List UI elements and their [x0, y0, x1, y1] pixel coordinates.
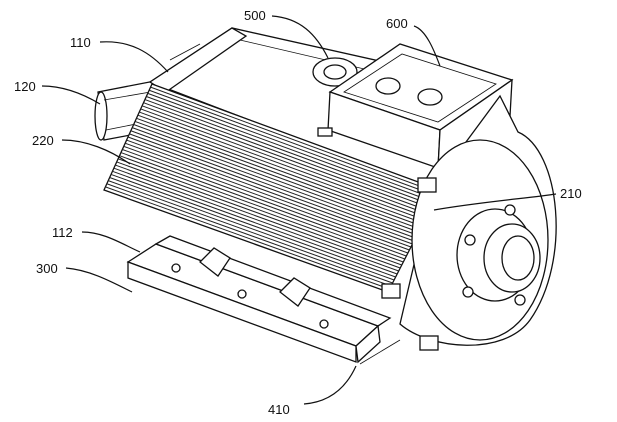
- cooling-fin: [130, 130, 418, 236]
- cooling-fin: [108, 180, 393, 284]
- cooling-fin: [115, 164, 401, 269]
- cooling-fin: [119, 155, 405, 260]
- cooling-fin: [136, 117, 424, 224]
- label-220: 220: [32, 133, 54, 148]
- cooling-fin: [147, 92, 436, 200]
- cooling-fin: [150, 86, 439, 194]
- cooling-fin: [144, 99, 433, 206]
- cooling-fin: [117, 158, 404, 263]
- cooling-fin: [146, 96, 435, 203]
- cooling-fin: [125, 142, 412, 248]
- cooling-fin: [132, 127, 419, 233]
- cooling-fin: [126, 139, 413, 245]
- mounting-foot: [126, 235, 392, 363]
- terminal-cap: [417, 88, 443, 106]
- base-rail: [355, 324, 401, 365]
- cooling-fin: [112, 170, 398, 275]
- cooling-fin: [129, 133, 416, 239]
- cooling-fin: [141, 105, 430, 212]
- cooling-fin: [134, 120, 422, 227]
- label-110: 110: [70, 35, 91, 50]
- label-112: 112: [52, 225, 73, 240]
- cooling-fin: [137, 114, 425, 221]
- end-shield: [381, 94, 557, 351]
- lifting-eye: [312, 57, 358, 87]
- cooling-fin: [140, 108, 428, 215]
- leader-lines: [41, 15, 557, 405]
- cooling-fin: [116, 161, 402, 266]
- cooling-fin: [113, 167, 399, 272]
- terminal-cap: [375, 77, 401, 95]
- cooling-fins: [103, 83, 441, 293]
- cooling-fin: [105, 186, 390, 290]
- cooling-fin: [133, 124, 421, 230]
- label-210: 210: [560, 186, 582, 201]
- cooling-fin: [139, 111, 427, 218]
- label-300: 300: [36, 261, 58, 276]
- cooling-fin: [110, 173, 396, 278]
- label-120: 120: [14, 79, 36, 94]
- label-500: 500: [244, 8, 266, 23]
- cooling-fin: [106, 183, 392, 287]
- cooling-fin: [127, 136, 415, 242]
- cooling-fin: [120, 152, 407, 257]
- label-600: 600: [386, 16, 408, 31]
- cooling-fin: [143, 102, 431, 209]
- label-410: 410: [268, 402, 290, 417]
- cooling-fin: [109, 177, 395, 281]
- cooling-fin: [123, 145, 410, 251]
- cooling-fin: [122, 149, 409, 254]
- cooling-fin: [149, 89, 438, 197]
